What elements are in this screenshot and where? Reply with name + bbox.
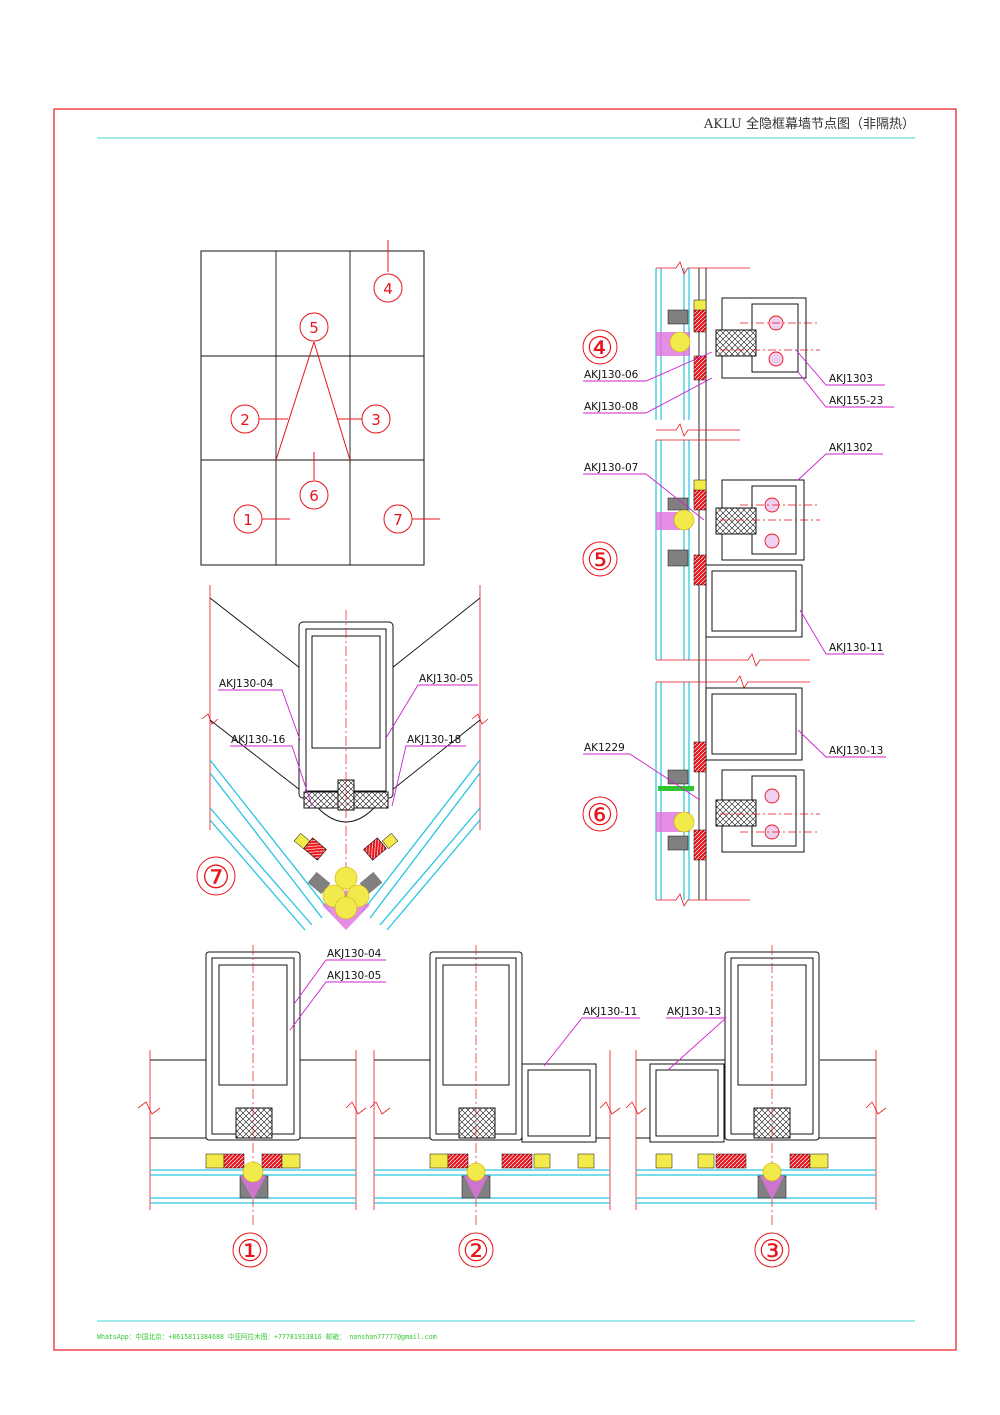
d7-callout-05: AKJ130-05	[419, 673, 473, 685]
detail-1-number: ①	[237, 1234, 264, 1269]
d5-callout-11: AKJ130-11	[829, 642, 883, 654]
detail-3-number: ③	[759, 1234, 786, 1269]
d1-callout-04: AKJ130-04	[327, 948, 382, 960]
d4-callout-1303: AKJ1303	[829, 373, 873, 385]
detail-6-number: ⑥	[587, 798, 614, 833]
d7-callout-04: AKJ130-04	[219, 678, 274, 690]
drawing-title: AKLU 全隐框幕墙节点图（非隔热）	[703, 116, 915, 132]
d2-callout-11: AKJ130-11	[583, 1006, 637, 1018]
d4-callout-155-23: AKJ155-23	[829, 395, 883, 407]
d4-callout-08: AKJ130-08	[584, 401, 638, 413]
footer-contact: WhatsApp：中国北京：+8615811384688 中亚阿拉木图：+777…	[97, 1332, 437, 1341]
d5-callout-07: AKJ130-07	[584, 462, 638, 474]
d5-callout-1302: AKJ1302	[829, 442, 873, 454]
d7-callout-16: AKJ130-16	[231, 734, 286, 746]
d6-callout-1229: AK1229	[584, 742, 625, 754]
d1-callout-05: AKJ130-05	[327, 970, 381, 982]
detail-4-number: ④	[587, 331, 614, 366]
detail-1-2-3-plan: AKJ130-04 AKJ130-05 AKJ130-11 AKJ130-13 …	[137, 945, 887, 1269]
key-marker-6: 6	[309, 487, 319, 505]
key-marker-7: 7	[393, 511, 403, 529]
d7-callout-18: AKJ130-18	[407, 734, 461, 746]
key-marker-1: 1	[243, 511, 253, 529]
detail-7-number: ⑦	[202, 858, 231, 896]
key-marker-4: 4	[383, 280, 393, 298]
detail-7-corner: AKJ130-04 AKJ130-05 AKJ130-16 AKJ130-18 …	[196, 585, 489, 931]
sheet-border	[53, 108, 957, 1351]
d6-callout-13: AKJ130-13	[829, 745, 883, 757]
d3-callout-13: AKJ130-13	[667, 1006, 721, 1018]
key-marker-2: 2	[240, 411, 250, 429]
key-plan: 4 5 2 3 6 1 7	[200, 240, 440, 566]
key-marker-5: 5	[309, 319, 319, 337]
d4-callout-06: AKJ130-06	[584, 369, 639, 381]
key-marker-3: 3	[371, 411, 381, 429]
detail-5-number: ⑤	[587, 543, 614, 578]
detail-2-number: ②	[463, 1234, 490, 1269]
detail-4-5-6-vertical: ④ ⑤ ⑥ AKJ130-06 AKJ130-08 AKJ1303 AKJ155…	[582, 261, 894, 907]
